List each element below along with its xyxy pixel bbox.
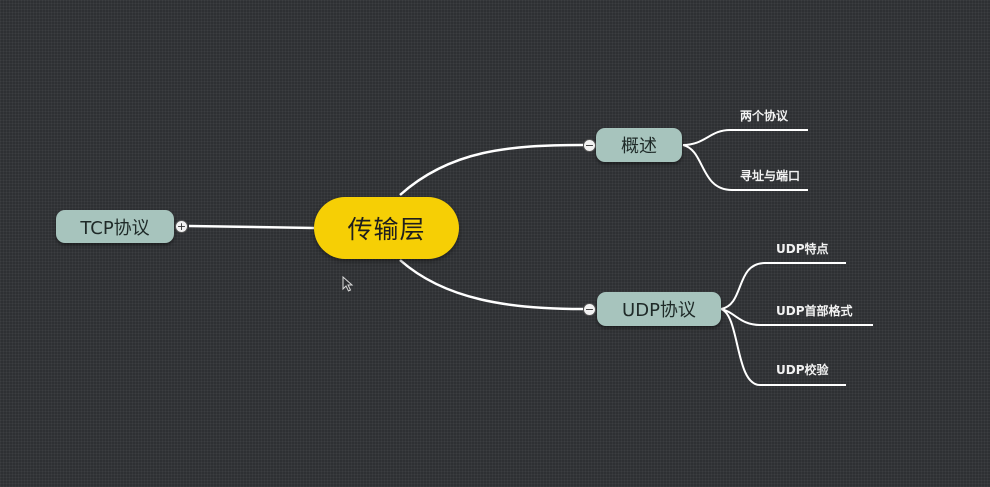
central-topic[interactable]: 传输层	[314, 197, 459, 259]
connector-gaishu-sub1	[682, 129, 808, 146]
connector-central-gaishu	[399, 143, 584, 196]
connector-udp-sub5	[720, 308, 846, 386]
connector-central-udp	[399, 259, 584, 311]
topic-gaishu[interactable]: 概述	[596, 128, 682, 162]
mouse-cursor-icon	[342, 276, 354, 292]
collapse-toggle-gaishu[interactable]: −	[583, 139, 596, 152]
topic-tcp[interactable]: TCP协议	[56, 210, 174, 243]
connector-udp-sub3	[720, 262, 846, 310]
expand-toggle-tcp[interactable]: +	[175, 220, 188, 233]
subtopic-udp-checksum[interactable]: UDP校验	[776, 363, 829, 377]
topic-udp[interactable]: UDP协议	[597, 292, 721, 326]
connector-gaishu-sub2	[682, 144, 808, 191]
subtopic-addressing-ports[interactable]: 寻址与端口	[740, 169, 801, 183]
collapse-toggle-udp[interactable]: −	[583, 303, 596, 316]
subtopic-two-protocols[interactable]: 两个协议	[740, 109, 789, 123]
subtopic-udp-features[interactable]: UDP特点	[776, 242, 829, 256]
subtopic-udp-header-format[interactable]: UDP首部格式	[776, 304, 853, 318]
connector-central-tcp	[188, 224, 315, 230]
